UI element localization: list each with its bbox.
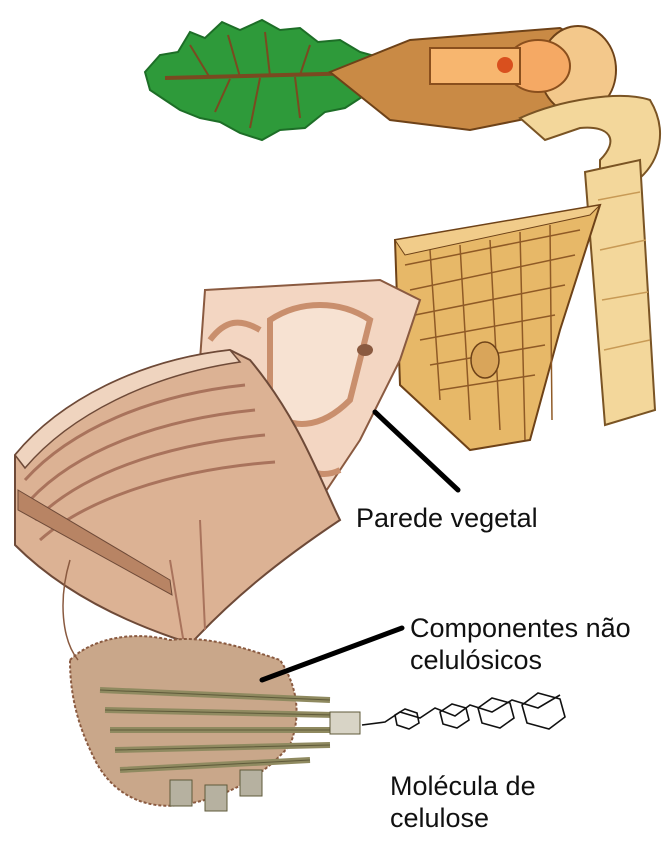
label-cellulose-molecule: Molécula de celulose (390, 770, 536, 834)
label-cellulose-line2: celulose (390, 802, 536, 834)
label-cellulose-line1: Molécula de (390, 770, 536, 802)
label-non-cellulosic: Componentes não celulósicos (410, 612, 631, 676)
wood-cell-block (395, 205, 600, 450)
label-non-cellulosic-line1: Componentes não (410, 612, 631, 644)
label-non-cellulosic-line2: celulósicos (410, 644, 631, 676)
pointer-non-cellulosic (262, 628, 402, 680)
label-plant-wall: Parede vegetal (356, 502, 538, 534)
cellulose-molecule (362, 693, 565, 729)
